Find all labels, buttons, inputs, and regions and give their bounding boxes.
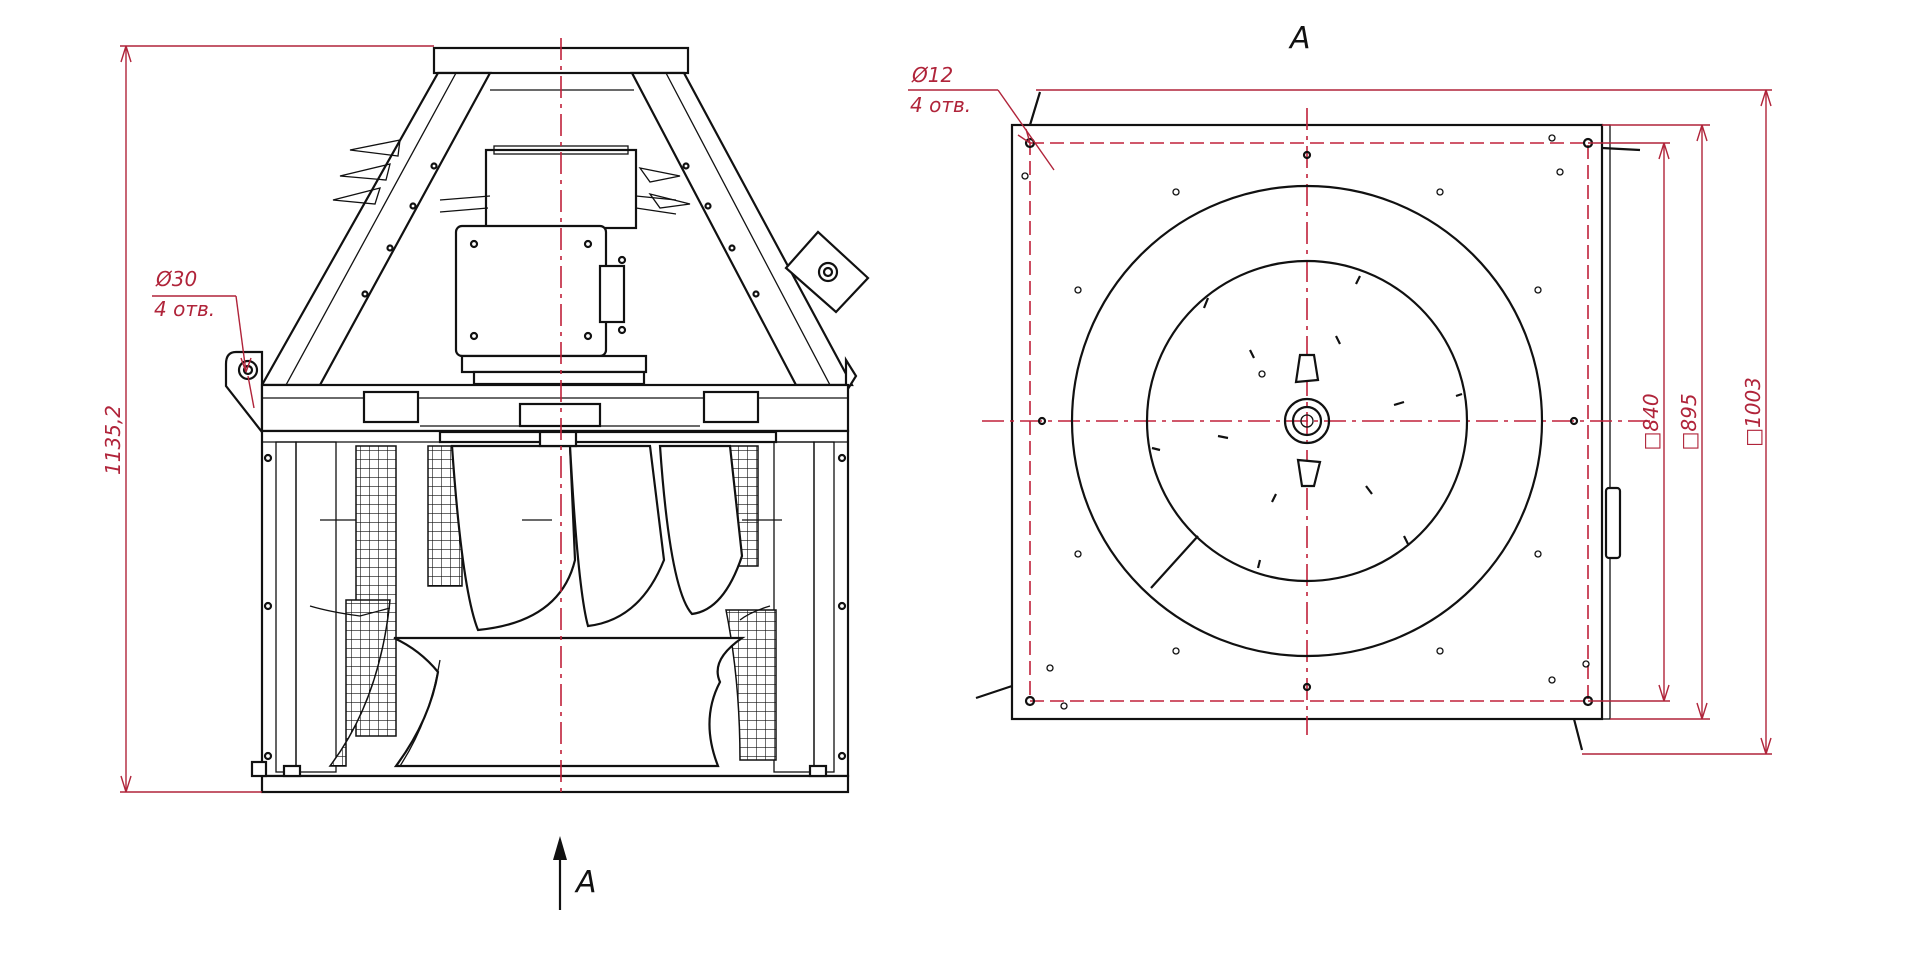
mounting-lug bbox=[224, 350, 858, 436]
hole-d12-label: Ø12 bbox=[911, 63, 953, 87]
dimension-895: □895 bbox=[1602, 124, 1710, 720]
bolt-square bbox=[1029, 142, 1589, 702]
front-view: 1135,2 Ø30 4 отв. A bbox=[101, 38, 870, 910]
motor bbox=[439, 145, 677, 386]
height-dim-label: 1135,2 bbox=[101, 405, 125, 475]
view-arrow-label: A bbox=[574, 865, 597, 900]
dimension-1003: □1003 bbox=[1036, 89, 1772, 755]
height-dimension: 1135,2 bbox=[101, 45, 434, 793]
hub bbox=[1283, 353, 1331, 488]
corner-holes bbox=[1024, 137, 1594, 707]
blade-ticks bbox=[1151, 275, 1463, 569]
hole-d12-count: 4 отв. bbox=[910, 93, 971, 117]
hole-d12-callout: Ø12 4 отв. bbox=[908, 63, 1055, 171]
view-a-title: A bbox=[1288, 21, 1311, 56]
view-a: A bbox=[908, 21, 1772, 755]
junction-box bbox=[784, 230, 870, 314]
hood-frame bbox=[260, 71, 854, 387]
inlet-cone bbox=[393, 636, 746, 768]
small-holes bbox=[1021, 134, 1590, 710]
hole-d30-label: Ø30 bbox=[155, 267, 197, 291]
hole-d30-callout: Ø30 4 отв. bbox=[152, 267, 255, 409]
dim-840-label: □840 bbox=[1639, 393, 1663, 450]
dimension-840: □840 bbox=[1588, 142, 1670, 702]
view-arrow-a: A bbox=[553, 836, 597, 910]
base-plate bbox=[260, 774, 850, 794]
hole-d30-count: 4 отв. bbox=[154, 297, 215, 321]
outer-ring bbox=[1070, 184, 1544, 658]
impeller bbox=[309, 430, 782, 632]
impeller-disc bbox=[1145, 259, 1469, 583]
dim-895-label: □895 bbox=[1677, 393, 1701, 450]
dim-1003-label: □1003 bbox=[1741, 377, 1765, 447]
